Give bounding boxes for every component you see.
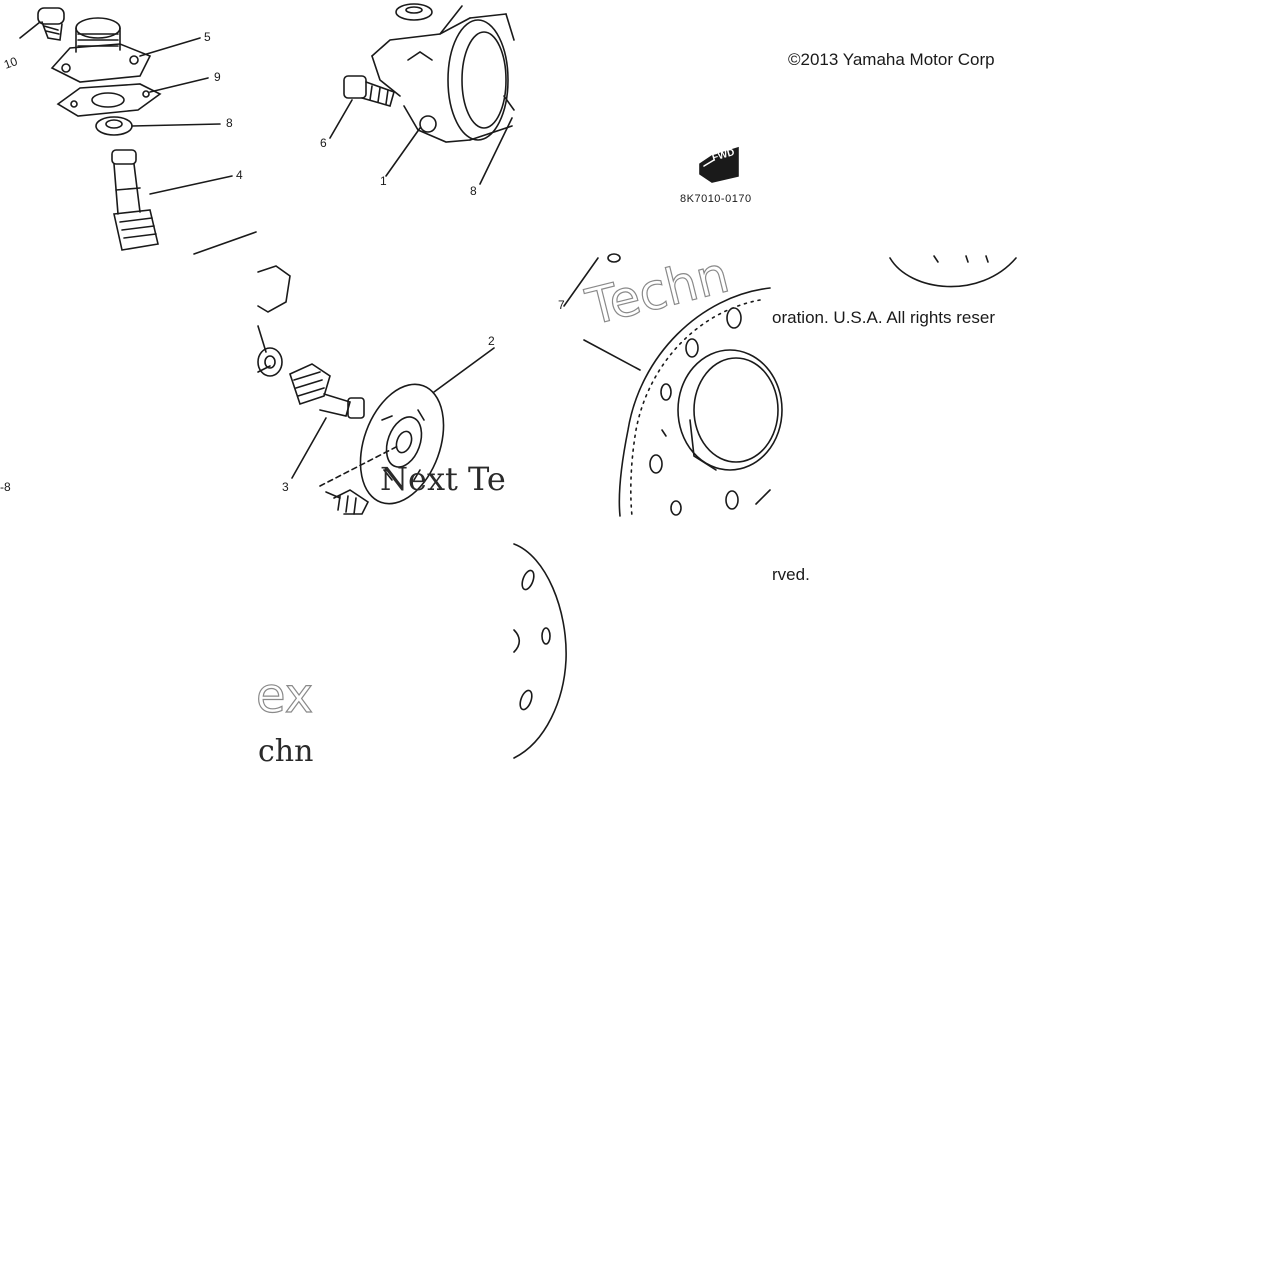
leader-8a <box>131 123 221 127</box>
callout-2: 2 <box>488 334 495 348</box>
leader-dash <box>319 445 399 487</box>
leader-8b <box>479 117 513 185</box>
bolt-6 <box>343 75 395 107</box>
divider-line <box>193 231 257 255</box>
callout-7: 7 <box>558 298 565 312</box>
leader-7b <box>583 339 641 371</box>
drive-gear-3 <box>289 363 365 419</box>
callout-5: 5 <box>204 30 211 44</box>
flange-5 <box>50 17 152 83</box>
callout-8a: 8 <box>226 116 233 130</box>
callout-8c: -8 <box>0 480 11 494</box>
leader-screw <box>325 491 341 499</box>
callout-6: 6 <box>320 136 327 150</box>
callout-8b: 8 <box>470 184 477 198</box>
leader-2 <box>433 347 495 393</box>
partial-disc-holes <box>933 255 989 263</box>
leader-4 <box>149 175 233 195</box>
leader-5 <box>139 37 201 57</box>
clutch-plate-2 <box>359 383 445 505</box>
leader-6 <box>329 99 353 139</box>
copyright-line-2: oration. U.S.A. All rights reser <box>772 308 995 327</box>
copyright-line-3: rved. <box>772 565 810 584</box>
housing-1 <box>371 3 515 143</box>
gear-shaft-4 <box>111 149 159 251</box>
lower-disc-partial <box>513 543 567 759</box>
small-part <box>607 253 621 263</box>
callout-3: 3 <box>282 480 289 494</box>
hub-disc-7 <box>618 287 783 517</box>
callout-9: 9 <box>214 70 221 84</box>
leader-10 <box>19 21 41 39</box>
washer-8 <box>95 116 133 136</box>
screw-small <box>333 489 370 515</box>
leader-3 <box>291 417 327 479</box>
callout-1: 1 <box>380 174 387 188</box>
figure-code: 8K7010-0170 <box>680 193 752 205</box>
fwd-arrow-icon <box>699 146 739 183</box>
copyright-line-1: ©2013 Yamaha Motor Corp <box>788 50 995 69</box>
leader-7 <box>563 257 599 307</box>
bolt-10 <box>37 7 65 41</box>
housing-partial <box>257 265 291 377</box>
partial-disc-arc <box>889 257 1017 288</box>
leader-1 <box>385 127 421 177</box>
callout-4: 4 <box>236 168 243 182</box>
gasket-9 <box>56 83 162 117</box>
leader-9 <box>149 77 209 93</box>
